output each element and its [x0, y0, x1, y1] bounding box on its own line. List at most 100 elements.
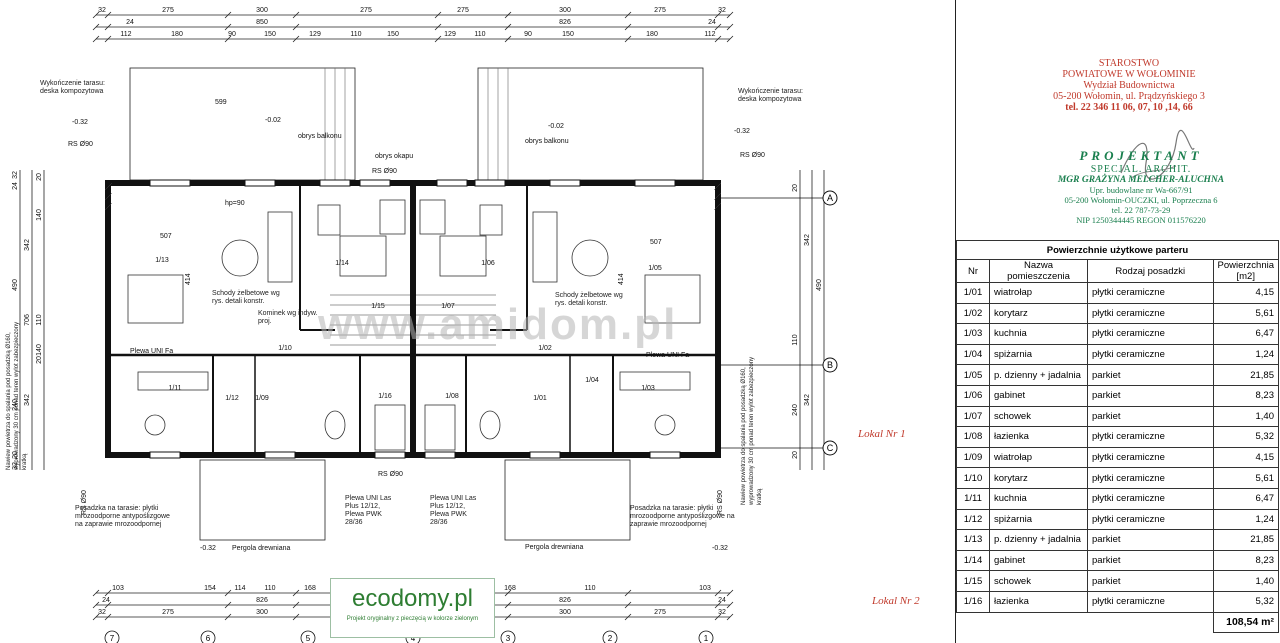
ecodomy-logo: ecodomy.pl	[352, 585, 473, 612]
dim-right-6: 20	[792, 451, 799, 459]
starostwo-line2: POWIATOWE W WOŁOMINIE	[1062, 69, 1196, 80]
dim-left-6: 706	[24, 314, 31, 326]
dim-tick	[504, 23, 512, 31]
dim-tick	[92, 589, 100, 597]
dim-bot-2-3: 24	[718, 597, 726, 604]
cell-name: p. dzienny + jadalnia	[989, 364, 1088, 386]
dim-right-3: 110	[792, 334, 799, 345]
dim-left-9: 20	[36, 356, 43, 364]
dim-tick	[726, 35, 734, 43]
plewa-l: Plewa UNI Fa	[130, 348, 173, 355]
room-1-14: 1/14	[335, 260, 349, 267]
floor-plan-drawing: A B C 7 6 5 4 3 2 1 32 275 300 275 275 3…	[12, 7, 838, 643]
cell-area: 5,61	[1212, 302, 1279, 325]
dim-top-1-6: 275	[654, 7, 666, 14]
dim-tick	[714, 601, 722, 609]
dim-bot-1-2: 114	[234, 585, 245, 592]
cell-floor: płytki ceramiczne	[1087, 487, 1214, 510]
cell-floor: płytki ceramiczne	[1087, 426, 1214, 448]
dim-tick	[104, 589, 112, 597]
room-1-10: 1/10	[278, 345, 292, 352]
cell-area: 1,24	[1212, 508, 1279, 531]
cell-floor: płytki ceramiczne	[1087, 343, 1214, 366]
dim-bot-1-3: 110	[264, 585, 275, 592]
col-name: Nazwa pomieszczenia	[989, 259, 1088, 283]
terrace-finish-left-note: Wykończenie tarasu: deska kompozytowa	[40, 80, 105, 95]
dim-top-3-7: 129	[444, 31, 456, 38]
cell-name: spiżarnia	[989, 343, 1088, 366]
kominek-note: Kominek wg indyw. proj.	[258, 310, 318, 325]
cell-area: 1,40	[1212, 405, 1279, 428]
axis-b: B	[827, 360, 833, 370]
dim-tick	[726, 23, 734, 31]
rs-tl: RS Ø90	[68, 141, 93, 148]
dim-tick	[104, 601, 112, 609]
cell-nr: 1/12	[956, 508, 990, 531]
dim-tick	[624, 613, 632, 621]
dim-tick	[726, 11, 734, 19]
dim-top-1-7: 32	[718, 7, 726, 14]
dim-bot-1-7: 168	[504, 585, 516, 592]
dim-top-3-9: 90	[524, 31, 532, 38]
projektant-stamp: PROJEKTANT SPECJAL. ARCHIT. MGR GRAŻYNA …	[1021, 148, 1261, 225]
dim-top-1-4: 275	[457, 7, 469, 14]
dim-left-0: 32	[12, 171, 19, 179]
dim-left-2: 20	[36, 173, 43, 181]
dim-top-1-2: 300	[256, 7, 268, 14]
dim-tick	[292, 589, 300, 597]
axis-5: 5	[306, 634, 311, 643]
dim-top-3-8: 110	[474, 31, 485, 38]
projektant-line6: tel. 22 787-73-29	[1111, 205, 1171, 215]
cell-name: schowek	[989, 405, 1088, 428]
cell-name: p. dzienny + jadalnia	[989, 529, 1088, 551]
cell-area: 21,85	[1212, 529, 1279, 551]
cell-floor: płytki ceramiczne	[1087, 302, 1214, 325]
dim-top-2-0: 24	[126, 19, 134, 26]
cell-nr: 1/04	[956, 343, 990, 366]
cell-area: 6,47	[1212, 487, 1279, 510]
cell-name: gabinet	[989, 549, 1088, 572]
cell-nr: 1/06	[956, 384, 990, 407]
room-1-04: 1/04	[585, 377, 599, 384]
cell-floor: płytki ceramiczne	[1087, 282, 1214, 304]
axis-6: 6	[206, 634, 211, 643]
dim-bot-3-1: 275	[162, 609, 174, 616]
dim-tick	[104, 23, 112, 31]
dim-top-2-2: 826	[559, 19, 571, 26]
level-tr: -0.02	[548, 123, 564, 130]
axis-1: 1	[704, 634, 709, 643]
dim-top-3-3: 150	[264, 31, 276, 38]
cell-floor: płytki ceramiczne	[1087, 467, 1214, 489]
cell-area: 8,23	[1212, 384, 1279, 407]
dim-top-3-2: 90	[228, 31, 236, 38]
dim-left-1: 24	[12, 182, 19, 190]
posadzka-right-note: Posadzka na tarasie: płytki mrozoodporne…	[630, 505, 735, 528]
dim-left-12: 20	[12, 451, 19, 459]
dim-tick	[92, 11, 100, 19]
dim-left-5: 342	[24, 239, 31, 251]
starostwo-line3: Wydział Budownictwa	[1083, 80, 1175, 91]
axis-7: 7	[110, 634, 115, 643]
axis-c: C	[827, 443, 834, 453]
dim-right-4: 240	[792, 404, 799, 416]
plewa-bottom-left-note: Plewa UNI Las Plus 12/12, Plewa PWK 28/3…	[345, 495, 392, 526]
cell-floor: parkiet	[1087, 570, 1214, 592]
cell-floor: parkiet	[1087, 405, 1214, 428]
cell-nr: 1/16	[956, 590, 990, 613]
room-1-15: 1/15	[371, 303, 385, 310]
dim-tick	[224, 601, 232, 609]
dim-bot-2-2: 826	[559, 597, 571, 604]
dim-left-7: 110	[36, 314, 43, 325]
dim-507r: 507	[650, 239, 662, 246]
pergola-l: Pergola drewniana	[232, 545, 290, 552]
cell-name: gabinet	[989, 384, 1088, 407]
cell-nr: 1/15	[956, 570, 990, 592]
